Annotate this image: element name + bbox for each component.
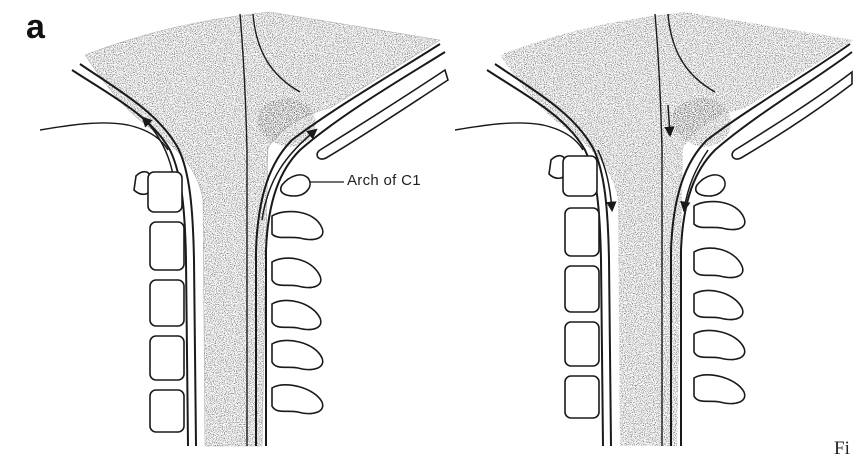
left-panel: [40, 12, 448, 446]
figure-caption-fragment: Fi: [834, 438, 850, 460]
right-panel: [455, 12, 854, 446]
right-vertebral-bodies: [549, 156, 599, 418]
left-vertebral-bodies: [134, 172, 184, 432]
right-spinous-processes: [694, 202, 745, 404]
left-spinous-processes: [272, 212, 323, 414]
left-arch-of-c1: [281, 175, 310, 196]
right-arch-of-c1: [696, 175, 725, 196]
panel-label: a: [26, 8, 45, 47]
arch-of-c1-label: Arch of C1: [347, 172, 421, 189]
